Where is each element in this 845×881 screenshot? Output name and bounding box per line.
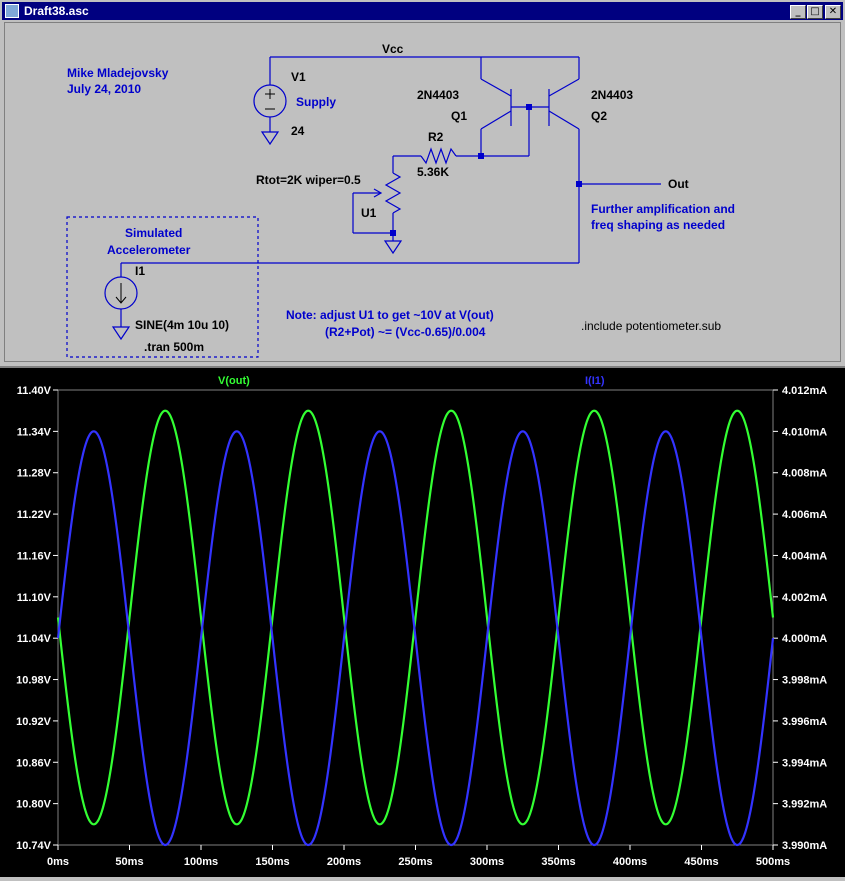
- ground-icon: [111, 326, 131, 341]
- y-right-tick-label: 4.008mA: [782, 468, 827, 480]
- q2-name: Q2: [591, 109, 607, 123]
- y-left-tick-label: 11.10V: [17, 592, 52, 604]
- y-right-tick-label: 4.012mA: [782, 385, 827, 397]
- accelerometer-box: [66, 216, 259, 358]
- note-line1: Note: adjust U1 to get ~10V at V(out): [286, 308, 494, 322]
- q2-collector: [548, 110, 580, 130]
- y-right-tick-label: 3.996mA: [782, 716, 827, 728]
- i1-name: I1: [135, 264, 145, 278]
- close-button[interactable]: ✕: [825, 5, 841, 19]
- x-tick-label: 150ms: [255, 856, 289, 868]
- y-right-tick-label: 3.992mA: [782, 799, 827, 811]
- i1-value: SINE(4m 10u 10): [135, 318, 229, 332]
- v1-label: Supply: [296, 95, 336, 109]
- y-left-tick-label: 10.98V: [16, 675, 52, 687]
- maximize-button[interactable]: □: [807, 5, 823, 19]
- x-tick-label: 500ms: [756, 856, 790, 868]
- schematic-drawing: Mike Mladejovsky July 24, 2010 Supply Fu…: [66, 42, 735, 358]
- author-text: Mike Mladejovsky: [67, 66, 169, 80]
- window-title: Draft38.asc: [24, 4, 89, 18]
- y-left-tick-label: 10.86V: [16, 757, 52, 769]
- current-arrowhead-icon: [115, 296, 127, 304]
- minimize-button[interactable]: _: [790, 5, 806, 19]
- legend-ii1[interactable]: I(I1): [585, 375, 605, 387]
- v1-name: V1: [291, 70, 306, 84]
- title-bar[interactable]: Draft38.asc _ □ ✕: [2, 2, 843, 20]
- schematic-canvas[interactable]: Mike Mladejovsky July 24, 2010 Supply Fu…: [4, 22, 841, 362]
- sim-line1: Simulated: [125, 226, 182, 240]
- u1-name: U1: [361, 206, 377, 220]
- ground-icon: [260, 131, 280, 146]
- legend-vout[interactable]: V(out): [218, 375, 250, 387]
- junction-dot: [390, 230, 396, 236]
- y-right-tick-label: 3.998mA: [782, 675, 827, 687]
- r2-value: 5.36K: [417, 165, 449, 179]
- further-line2: freq shaping as needed: [591, 218, 725, 232]
- y-right-tick-label: 3.994mA: [782, 757, 827, 769]
- y-left-tick-label: 10.74V: [16, 840, 52, 852]
- junction-dot: [576, 181, 582, 187]
- sim-line2: Accelerometer: [107, 243, 191, 257]
- vcc-label: Vcc: [382, 42, 404, 56]
- y-left-tick-label: 10.92V: [16, 716, 52, 728]
- x-tick-label: 200ms: [327, 856, 361, 868]
- q1-name: Q1: [451, 109, 467, 123]
- y-left-tick-label: 11.28V: [17, 468, 52, 480]
- y-left-tick-label: 11.34V: [17, 426, 52, 438]
- ii1-trace[interactable]: [56, 430, 775, 847]
- x-tick-label: 100ms: [184, 856, 218, 868]
- waveform-plot[interactable]: V(out) I(I1) 11.40V 11.34V 11.28V 11.22V 11.…: [0, 368, 845, 877]
- x-tick-label: 350ms: [541, 856, 575, 868]
- x-tick-label: 400ms: [613, 856, 647, 868]
- y-left-tick-label: 10.80V: [16, 799, 52, 811]
- junction-dot: [526, 104, 532, 110]
- q1-type: 2N4403: [417, 88, 459, 102]
- include-directive: .include potentiometer.sub: [581, 319, 721, 333]
- y-left-tick-label: 11.04V: [17, 633, 52, 645]
- q2-type: 2N4403: [591, 88, 633, 102]
- x-tick-label: 300ms: [470, 856, 504, 868]
- ground-icon: [383, 240, 403, 255]
- y-left-tick-label: 11.16V: [17, 550, 52, 562]
- junction-dot: [478, 153, 484, 159]
- waveform-window[interactable]: V(out) I(I1) 11.40V 11.34V 11.28V 11.22V 11.…: [0, 366, 845, 877]
- y-right-tick-label: 4.010mA: [782, 426, 827, 438]
- wiper-arrow-icon: [373, 188, 383, 198]
- further-line1: Further amplification and: [591, 202, 735, 216]
- y-right-tick-label: 4.000mA: [782, 633, 827, 645]
- pot-params: Rtot=2K wiper=0.5: [256, 173, 361, 187]
- q1-emitter: [480, 78, 512, 97]
- v1-value: 24: [291, 124, 305, 138]
- date-text: July 24, 2010: [67, 82, 141, 96]
- schematic-window: Draft38.asc _ □ ✕: [0, 0, 845, 366]
- r2-resistor[interactable]: [420, 147, 457, 165]
- x-tick-label: 450ms: [684, 856, 718, 868]
- y-right-tick-label: 3.990mA: [782, 840, 827, 852]
- y-right-tick-label: 4.004mA: [782, 550, 827, 562]
- x-tick-label: 250ms: [398, 856, 432, 868]
- y-right-tick-label: 4.006mA: [782, 509, 827, 521]
- vout-trace[interactable]: [56, 409, 775, 826]
- y-left-tick-label: 11.40V: [17, 385, 52, 397]
- r2-name: R2: [428, 130, 444, 144]
- y-right-tick-label: 4.002mA: [782, 592, 827, 604]
- x-tick-label: 0ms: [47, 856, 69, 868]
- q1-collector: [480, 110, 512, 130]
- note-line2: (R2+Pot) ~= (Vcc-0.65)/0.004: [325, 325, 486, 339]
- tran-directive: .tran 500m: [144, 340, 204, 354]
- y-left-tick-label: 11.22V: [17, 509, 52, 521]
- out-label: Out: [668, 177, 689, 191]
- q2-emitter: [548, 78, 580, 97]
- u1-potentiometer[interactable]: [384, 172, 402, 214]
- app-icon[interactable]: [5, 4, 19, 18]
- x-tick-label: 50ms: [115, 856, 143, 868]
